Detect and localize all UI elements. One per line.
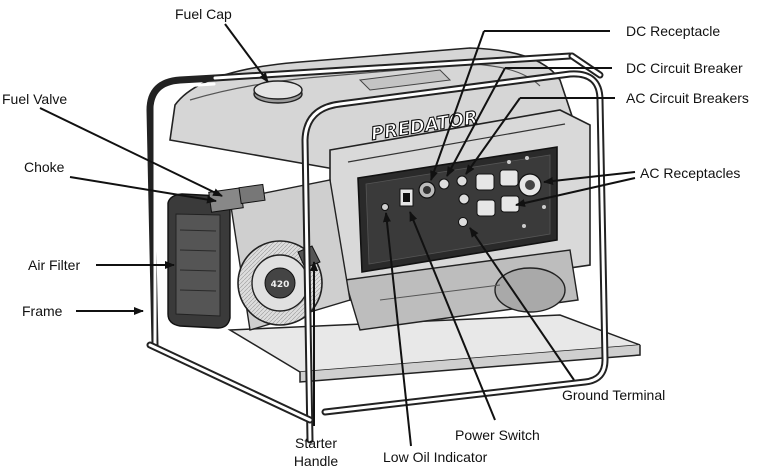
label-fuel-valve: Fuel Valve <box>2 91 68 107</box>
arrow-fuel-valve <box>39 107 223 197</box>
arrow-fuel-cap <box>224 23 269 83</box>
label-air-filter: Air Filter <box>28 257 81 273</box>
label-ground-terminal: Ground Terminal <box>562 387 666 403</box>
arrow-ac-receptacles-1 <box>543 171 636 185</box>
label-ac-receptacles: AC Receptacles <box>640 165 741 181</box>
label-starter-handle-line1: Starter <box>294 435 337 451</box>
ac-outlet-2 <box>499 169 519 187</box>
engine: 420 <box>229 179 351 331</box>
label-starter-handle-line2: Handle <box>293 453 339 469</box>
arrow-ac-receptacles-2 <box>515 177 636 207</box>
dc-breaker <box>438 178 450 190</box>
arrow-dc-receptacle <box>430 30 485 181</box>
label-power-switch: Power Switch <box>455 427 540 443</box>
label-fuel-cap: Fuel Cap <box>175 6 232 22</box>
arrow-power-switch <box>409 211 496 421</box>
label-ac-circuit-breakers: AC Circuit Breakers <box>626 90 749 106</box>
arrow-dc-breaker <box>446 67 506 177</box>
arrow-low-oil <box>382 212 412 447</box>
label-choke: Choke <box>24 159 65 175</box>
ground-terminal-post <box>458 217 468 227</box>
arrow-ac-breakers <box>465 97 521 175</box>
label-dc-receptacle: DC Receptacle <box>626 23 721 39</box>
ac-outlet-3 <box>476 199 496 217</box>
label-frame: Frame <box>22 303 63 319</box>
label-dc-circuit-breaker: DC Circuit Breaker <box>626 60 743 76</box>
fuel-cap <box>253 80 303 104</box>
label-low-oil-indicator: Low Oil Indicator <box>383 449 488 465</box>
ac-breaker-2 <box>458 193 470 205</box>
base-skid <box>227 314 641 383</box>
ac-outlet-1 <box>475 173 495 191</box>
alternator <box>344 249 579 331</box>
leader-lines <box>39 23 636 447</box>
frame-tubes <box>146 52 609 444</box>
arrow-ground-terminal <box>469 227 575 381</box>
low-oil-light <box>381 203 389 211</box>
ac-breaker-1 <box>456 175 468 187</box>
air-filter-housing <box>167 193 231 329</box>
engine-badge: 420 <box>271 280 290 290</box>
arrow-choke <box>69 176 217 204</box>
control-panel <box>357 146 558 273</box>
